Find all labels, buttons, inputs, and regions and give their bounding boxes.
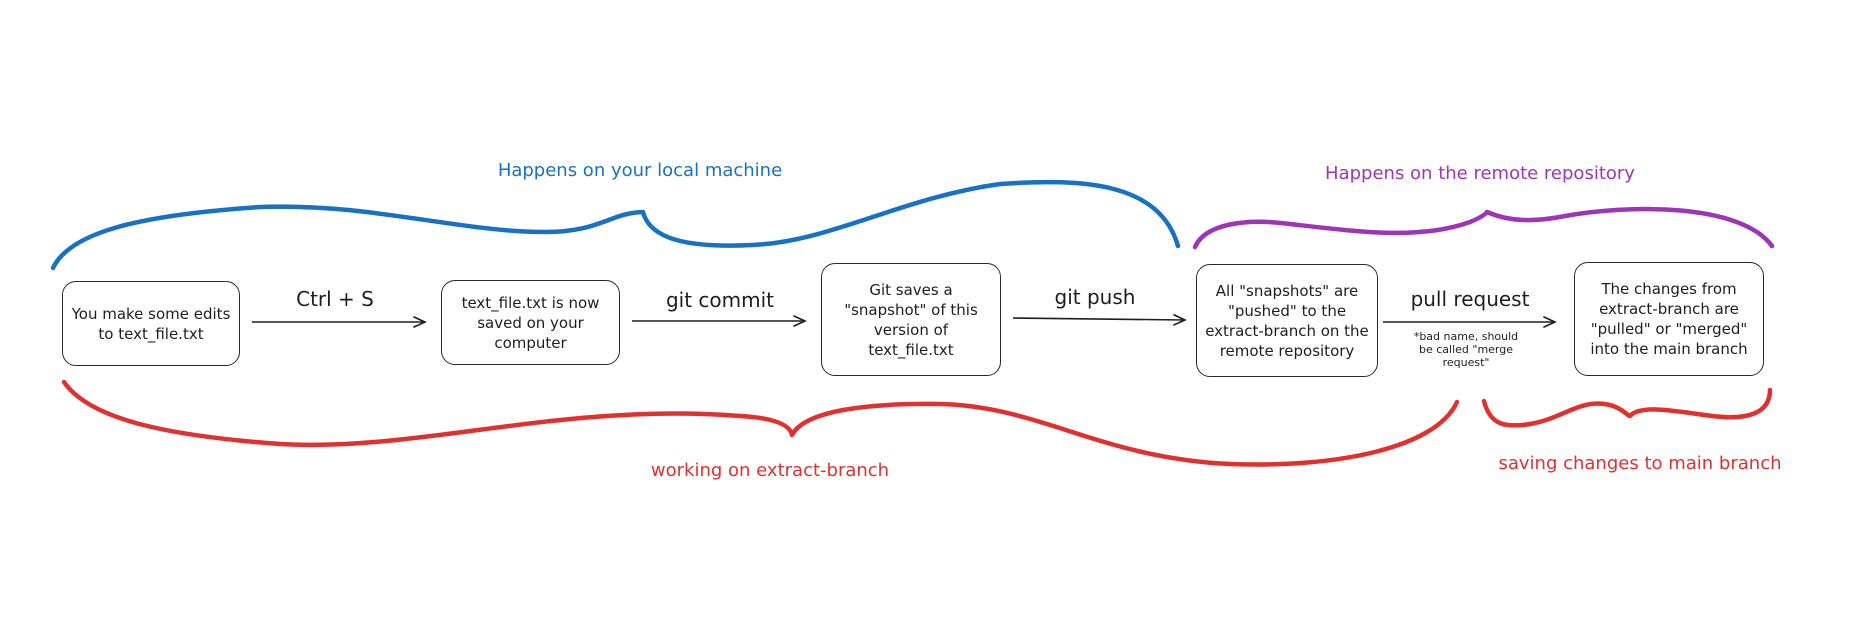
box-pushed-to-remote: All "snapshots" are "pushed" to the extr…	[1196, 264, 1378, 377]
arrow-git-push	[1012, 314, 1187, 326]
brace-remote-repository	[1192, 206, 1775, 250]
box-merged-into-main: The changes from extract-branch are "pul…	[1574, 262, 1764, 376]
label-remote-repository: Happens on the remote repository	[1325, 163, 1635, 184]
box-make-edits: You make some edits to text_file.txt	[62, 281, 240, 366]
label-main-branch: saving changes to main branch	[1498, 453, 1782, 474]
label-pull-request: pull request	[1410, 287, 1530, 311]
label-pull-request-note: *bad name, should be called "merge reque…	[1413, 330, 1519, 369]
box-git-snapshot: Git saves a "snapshot" of this version o…	[821, 263, 1001, 376]
label-git-push: git push	[1054, 285, 1136, 309]
box-file-saved: text_file.txt is now saved on your compu…	[441, 280, 620, 365]
brace-local-machine	[50, 179, 1181, 271]
brace-main-branch	[1481, 387, 1773, 428]
label-local-machine: Happens on your local machine	[497, 160, 783, 181]
label-extract-branch: working on extract-branch	[650, 460, 890, 481]
brace-extract-branch	[61, 379, 1460, 467]
label-ctrl-s: Ctrl + S	[296, 287, 374, 311]
label-git-commit: git commit	[665, 288, 775, 312]
